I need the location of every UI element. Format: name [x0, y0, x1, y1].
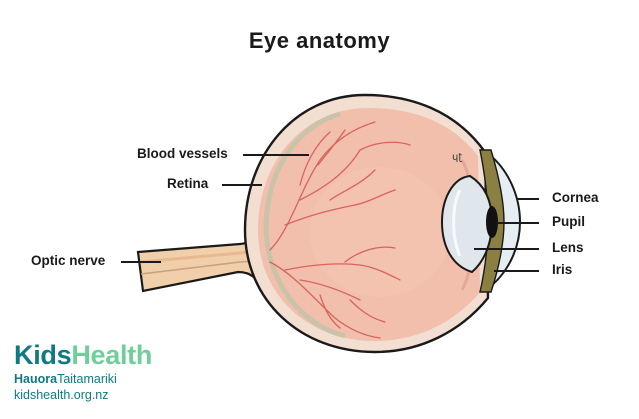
label-pupil: Pupil [552, 214, 585, 229]
label-lens: Lens [552, 240, 584, 255]
leader-iris [494, 270, 539, 272]
leader-lens [474, 248, 539, 250]
logo-wordmark: KidsHealth [14, 340, 152, 370]
kidshealth-logo[interactable]: KidsHealth HauoraTaitamariki kidshealth.… [14, 340, 152, 403]
logo-kids: Kids [14, 340, 72, 370]
label-optic-nerve: Optic nerve [31, 253, 106, 268]
blood-vessels [269, 121, 411, 339]
label-cornea: Cornea [552, 190, 599, 205]
label-iris: Iris [552, 262, 573, 277]
leader-pupil [497, 222, 539, 224]
pupil-shape [486, 206, 498, 238]
logo-sub-bold: Hauora [14, 372, 58, 386]
label-blood-vessels: Blood vessels [137, 146, 228, 161]
svg-text:ɥʈ: ɥʈ [452, 152, 462, 163]
leader-cornea [517, 198, 539, 200]
leader-blood-vessels [243, 154, 309, 156]
retina-layer [263, 111, 346, 339]
diagram-title: Eye anatomy [248, 28, 391, 53]
logo-url: kidshealth.org.nz [14, 388, 109, 402]
label-retina: Retina [167, 176, 209, 191]
logo-subtitle: HauoraTaitamariki [14, 371, 152, 387]
leader-retina [222, 184, 262, 186]
logo-health: Health [71, 340, 153, 370]
logo-sub-thin: Taitamariki [57, 372, 117, 386]
leader-optic-nerve [121, 261, 161, 263]
